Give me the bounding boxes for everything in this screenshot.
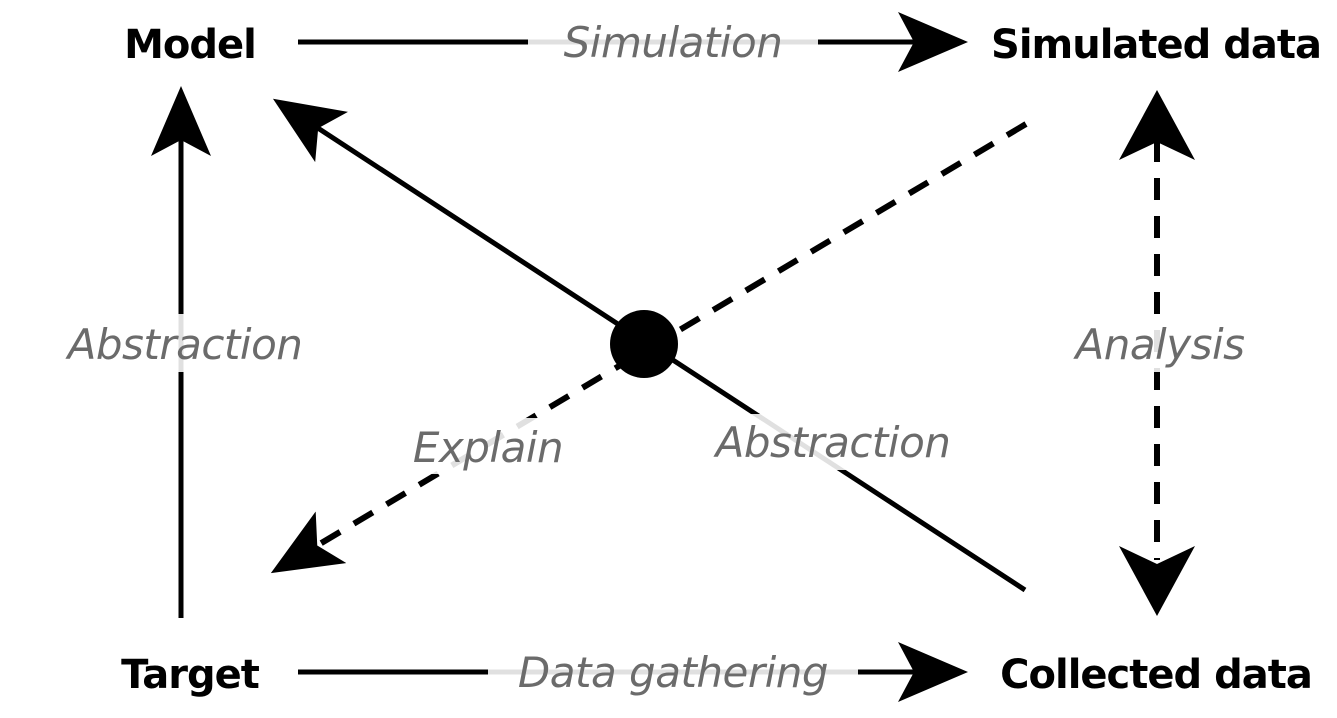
label-bg-simulation	[528, 14, 818, 72]
label-bg-data-gathering	[488, 644, 858, 702]
label-bg-explain	[408, 418, 568, 474]
edge-label-analysis: Analysis	[1072, 320, 1244, 369]
intersection-dot	[610, 310, 678, 378]
node-target: Target	[121, 652, 260, 698]
label-bg-analysis	[1066, 314, 1256, 372]
analysis-arrowhead-up	[1119, 90, 1195, 160]
analysis-arrowhead-down	[1119, 546, 1195, 616]
label-bg-abstraction-diagonal	[710, 414, 956, 470]
node-simulated-data: Simulated data	[991, 22, 1321, 68]
edge-label-explain: Explain	[413, 423, 563, 472]
label-bg-abstraction-left	[60, 314, 310, 372]
edge-label-data-gathering: Data gathering	[518, 648, 828, 697]
node-model: Model	[124, 22, 256, 68]
edge-label-abstraction-left: Abstraction	[65, 320, 303, 369]
edge-label-simulation: Simulation	[564, 18, 783, 67]
edge-label-abstraction-diagonal: Abstraction	[713, 418, 951, 467]
node-collected-data: Collected data	[1000, 652, 1312, 698]
